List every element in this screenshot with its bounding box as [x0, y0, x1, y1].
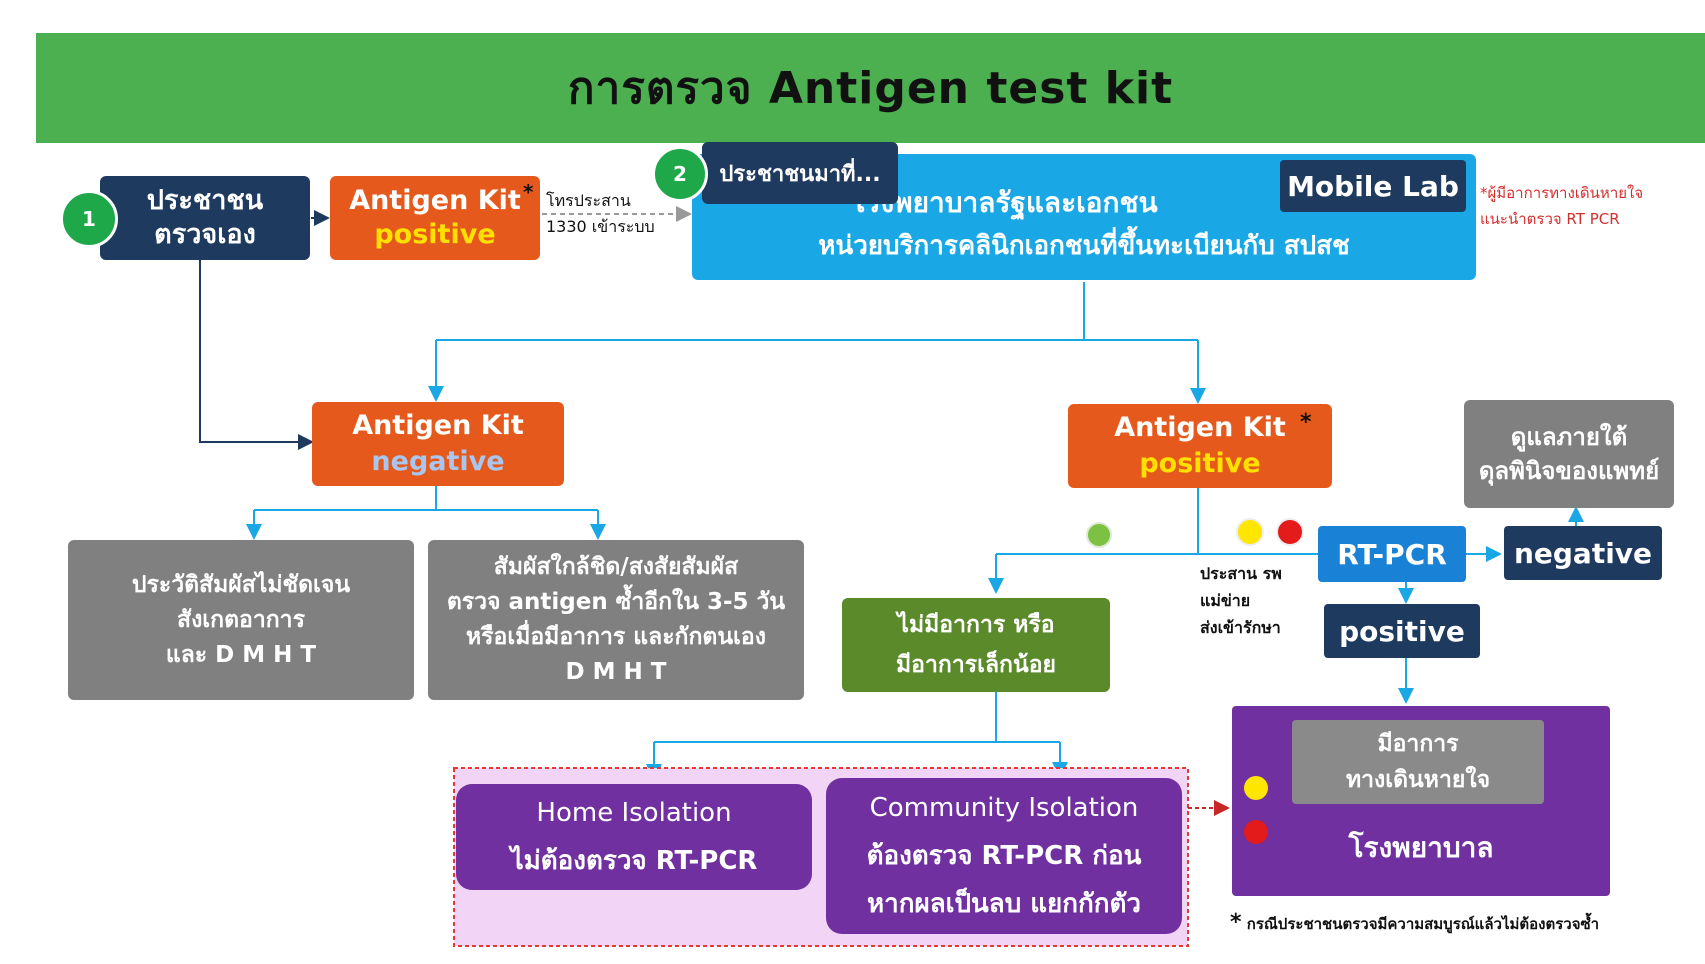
- emergency-note: *ผู้มีอาการทางเดินหายใจ แนะนำตรวจ RT PCR: [1480, 184, 1644, 228]
- hospital-line2: หน่วยบริการคลินิกเอกชนที่ขึ้นทะเบียนกับ …: [818, 231, 1350, 261]
- antigen-kit-negative: Antigen Kit negative: [312, 402, 564, 486]
- mild-symptom-box: ไม่มีอาการ หรือ มีอาการเล็กน้อย: [842, 598, 1110, 692]
- status-dot-yellow-icon: [1236, 518, 1264, 546]
- kit-positive-line2: positive: [1139, 448, 1261, 479]
- status-dot-red-icon: [1276, 518, 1304, 546]
- mobile-lab-box: Mobile Lab: [1280, 160, 1466, 212]
- rtpcr-negative-box: negative: [1504, 526, 1662, 580]
- hospital-dot-red-icon: [1244, 820, 1268, 844]
- kit-positive-star: *: [1300, 410, 1312, 435]
- self-test-line2: ตรวจเอง: [154, 219, 256, 250]
- hospital-final-label: โรงพยาบาล: [1348, 831, 1494, 864]
- rtpcr-positive-box: positive: [1324, 604, 1480, 658]
- network-note: ประสาน รพ แม่ข่าย ส่งเข้ารักษา: [1200, 564, 1282, 637]
- kit-top-star: *: [523, 180, 534, 204]
- close-contact-box: สัมผัสใกล้ชิด/สงสัยสัมผัส ตรวจ antigen ซ…: [428, 540, 804, 700]
- antigen-kit-positive: Antigen Kit positive: [1068, 404, 1332, 488]
- kit-top-line2: positive: [374, 219, 496, 250]
- antigen-kit-positive-top: Antigen Kit positive: [330, 176, 540, 260]
- footnote-star: *: [1230, 910, 1242, 935]
- kit-positive-line1: Antigen Kit: [1114, 412, 1286, 443]
- step-1-badge: 1: [60, 190, 118, 248]
- kit-top-line1: Antigen Kit: [349, 185, 521, 216]
- kit-negative-line1: Antigen Kit: [352, 410, 524, 441]
- hospital-line1: โรงพยาบาลรัฐและเอกชน: [850, 186, 1158, 219]
- step-2-badge: 2: [652, 146, 708, 202]
- footnote-text: กรณีประชาชนตรวจมีความสมบูรณ์แล้วไม่ต้องต…: [1246, 915, 1600, 933]
- doctor-discretion-box: ดูแลภายใต้ ดุลพินิจของแพทย์: [1464, 400, 1674, 508]
- kit-negative-line2: negative: [371, 446, 505, 477]
- unclear-contact-box: ประวัติสัมผัสไม่ชัดเจน สังเกตอาการ และ D…: [68, 540, 414, 700]
- home-isolation-box: Home Isolation ไม่ต้องตรวจ RT-PCR: [456, 784, 812, 890]
- hospital-dot-yellow-icon: [1244, 776, 1268, 800]
- step-2-label-box: ประชาชนมาที่...: [702, 142, 898, 204]
- title-bar: การตรวจ Antigen test kit: [36, 33, 1705, 143]
- footnote: * กรณีประชาชนตรวจมีความสมบูรณ์แล้วไม่ต้อ…: [1230, 910, 1599, 936]
- status-dot-green-icon: [1086, 522, 1112, 548]
- self-test-line1: ประชาชน: [146, 185, 264, 216]
- respiratory-symptom-box: มีอาการ ทางเดินหายใจ: [1292, 720, 1544, 804]
- community-isolation-box: Community Isolation ต้องตรวจ RT-PCR ก่อน…: [826, 778, 1182, 934]
- coordinate-note: โทรประสาน 1330 เข้าระบบ: [546, 191, 655, 236]
- page-title: การตรวจ Antigen test kit: [567, 63, 1174, 114]
- self-test-box: ประชาชน ตรวจเอง: [100, 176, 310, 260]
- rtpcr-box: RT-PCR: [1318, 526, 1466, 582]
